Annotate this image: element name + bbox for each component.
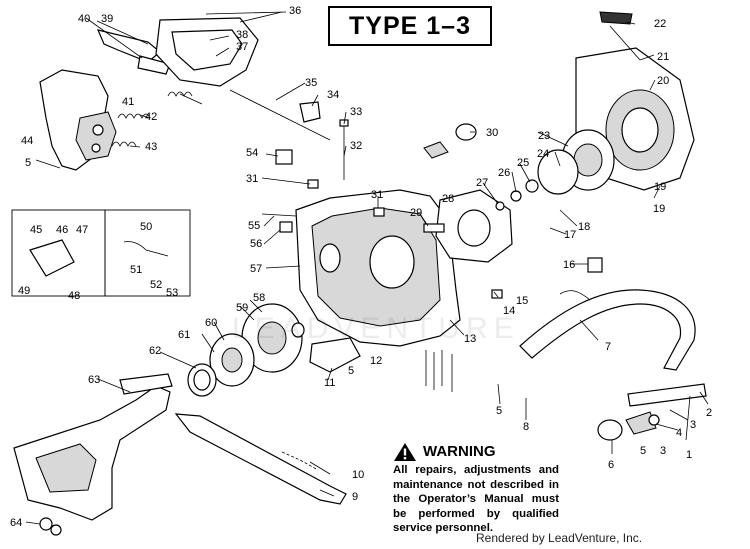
part-number-label: 33 [350, 106, 362, 118]
part-number-label: 7 [605, 341, 611, 353]
part-number-label: 35 [305, 77, 317, 89]
part-number-label: 5 [25, 157, 31, 169]
part-number-label: 51 [130, 264, 142, 276]
leader-lines [25, 11, 709, 525]
warning-notice: WARNING All repairs, adjustments and mai… [393, 442, 559, 536]
part-number-label: 13 [464, 333, 476, 345]
part-number-label: 23 [538, 130, 550, 142]
part-number-label: 45 [30, 224, 42, 236]
part-number-label: 4 [676, 427, 682, 439]
part-number-label: 15 [516, 295, 528, 307]
warning-heading: WARNING [423, 443, 496, 460]
part-number-label: 17 [564, 229, 576, 241]
part-number-label: 31 [371, 189, 383, 201]
warning-triangle-icon [394, 443, 416, 461]
part-number-label: 64 [10, 517, 22, 529]
part-number-label: 3 [660, 445, 666, 457]
part-number-label: 62 [149, 345, 161, 357]
part-number-label: 41 [122, 96, 134, 108]
part-number-label: 38 [236, 29, 248, 41]
part-number-label: 1 [686, 449, 692, 461]
part-number-labels: 1 2 3 3 4 5 5 5 5 6 7 8 9 10 11 12 13 14… [10, 5, 712, 529]
part-number-label: 5 [496, 405, 502, 417]
part-number-label: 57 [250, 263, 262, 275]
part-number-label: 31 [246, 173, 258, 185]
part-number-label: 9 [352, 491, 358, 503]
part-number-label: 63 [88, 374, 100, 386]
part-number-label: 10 [352, 469, 364, 481]
part-number-label: 36 [289, 5, 301, 17]
part-number-label: 61 [178, 329, 190, 341]
part-number-label: 6 [608, 459, 614, 471]
part-number-label: 53 [166, 287, 178, 299]
part-number-label: 19 [654, 181, 666, 193]
part-number-label: 56 [250, 238, 262, 250]
part-number-label: 50 [140, 221, 152, 233]
render-credit: Rendered by LeadVenture, Inc. [476, 531, 643, 545]
part-number-label: 40 [78, 13, 90, 25]
part-number-label: 52 [150, 279, 162, 291]
part-number-label: 59 [236, 302, 248, 314]
part-number-label: 43 [145, 141, 157, 153]
part-number-label: 34 [327, 89, 339, 101]
part-number-label: 42 [145, 111, 157, 123]
part-number-label: 54 [246, 147, 258, 159]
parts-drawing [11, 11, 707, 536]
type-label: TYPE 1–3 [328, 6, 492, 46]
part-number-label: 44 [21, 135, 33, 147]
part-number-label: 47 [76, 224, 88, 236]
part-number-label: 32 [350, 140, 362, 152]
part-number-label: 12 [370, 355, 382, 367]
part-number-label: 58 [253, 292, 265, 304]
part-number-label: 46 [56, 224, 68, 236]
part-number-label: 21 [657, 51, 669, 63]
part-number-label: 49 [18, 285, 30, 297]
part-number-label: 5 [640, 445, 646, 457]
part-number-label: 5 [348, 365, 354, 377]
part-number-label: 24 [537, 148, 549, 160]
part-number-label: 60 [205, 317, 217, 329]
warning-text: All repairs, adjustments and maintenance… [393, 464, 559, 535]
part-number-label: 8 [523, 421, 529, 433]
part-number-label: 27 [476, 177, 488, 189]
part-number-label: 11 [324, 377, 335, 389]
part-number-label: 26 [498, 167, 510, 179]
part-number-label: 55 [248, 220, 260, 232]
warning-heading-row: WARNING [393, 442, 559, 462]
part-number-label: 29 [410, 207, 422, 219]
part-number-label: 28 [442, 193, 454, 205]
part-number-label: 2 [706, 407, 712, 419]
part-number-label: 18 [578, 221, 590, 233]
part-number-label: 48 [68, 290, 80, 302]
part-number-label: 30 [486, 127, 498, 139]
part-number-label: 16 [563, 259, 575, 271]
part-number-label: 22 [654, 18, 666, 30]
part-number-label: 37 [236, 41, 248, 53]
watermark: LEADVENTURE [232, 312, 520, 345]
part-number-label: 39 [101, 13, 113, 25]
part-number-label: 20 [657, 75, 669, 87]
part-number-label: 14 [503, 305, 515, 317]
part-number-label: 25 [517, 157, 529, 169]
part-number-label: 3 [690, 419, 696, 431]
part-number-label: 19 [653, 203, 665, 215]
